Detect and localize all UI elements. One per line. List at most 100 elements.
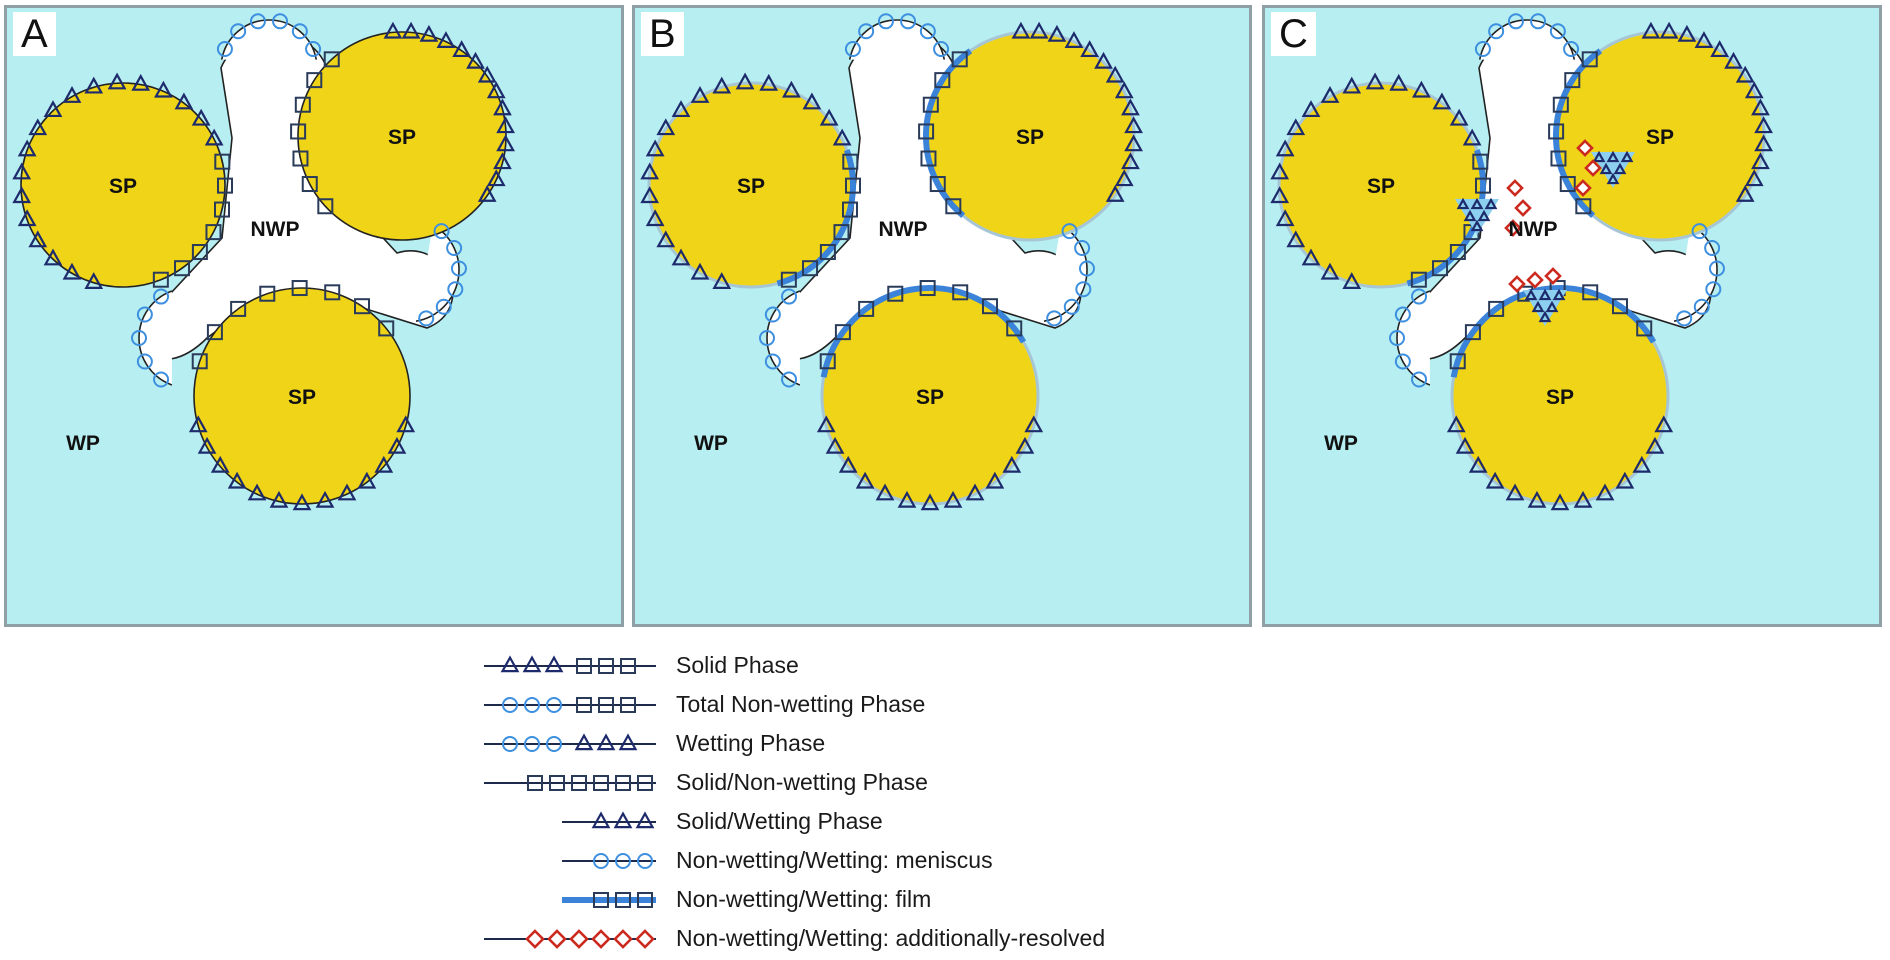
triangle-marker-icon [1463,209,1477,222]
triangle-marker-icon [1710,40,1730,58]
meniscus-interface [1396,290,1431,386]
solid-grain [193,287,411,505]
triangle-marker-icon [12,162,32,180]
triangle-marker-icon [436,31,456,48]
circle-marker-icon [781,288,798,305]
diamond-marker-icon [591,929,611,949]
circle-marker-icon [502,736,518,752]
diamond-marker-icon [1574,179,1592,197]
triangle-marker-icon [645,209,665,227]
square-marker-icon [191,353,208,370]
triangle-marker-icon [1477,209,1491,222]
triangle-marker-icon [84,76,104,94]
solid-phase-label: SP [737,175,765,198]
square-marker-icon [323,51,340,68]
square-marker-icon [205,224,222,241]
square-marker-icon [620,658,636,674]
square-marker-icon [922,96,939,113]
triangle-marker-icon [1080,40,1100,58]
triangle-marker-icon [43,100,63,118]
circle-marker-icon [546,736,562,752]
legend: Solid Phase Total Non-wetting Phase Wett… [480,648,1280,958]
diamond-marker-icon [1584,159,1602,177]
triangle-marker-icon [1538,310,1552,323]
circle-marker-icon [1676,310,1693,327]
triangle-marker-icon [832,128,852,146]
triangle-marker-icon [1301,248,1321,266]
triangle-marker-icon [1632,455,1652,473]
triangle-marker-icon [1735,65,1755,83]
film-interface [776,149,856,287]
triangle-marker-icon [1105,185,1125,202]
square-marker-icon [290,123,307,140]
circle-marker-icon [1507,13,1524,30]
circle-marker-icon [216,40,233,57]
triangle-marker-icon [1342,76,1362,94]
triangle-marker-icon [759,73,779,91]
square-marker-icon [576,658,592,674]
square-marker-icon [571,775,587,791]
square-marker-icon [780,271,797,288]
square-marker-icon [615,775,631,791]
square-marker-icon [1006,320,1023,337]
legend-swatch-group [562,811,656,829]
meniscus-interface [138,290,173,386]
legend-label: Non-wetting/Wetting: additionally-resolv… [676,925,1106,951]
triangle-marker-icon [656,230,676,248]
triangle-marker-icon [965,483,985,501]
triangle-marker-icon [17,209,37,227]
square-marker-icon [1575,198,1592,215]
circle-marker-icon [450,260,467,277]
triangle-marker-icon [1550,493,1570,511]
diamond-marker-icon [1544,267,1562,285]
square-marker-icon [834,324,851,341]
triangle-marker-icon [383,21,403,39]
triangle-marker-icon [493,152,512,170]
triangle-marker-icon [204,128,224,146]
square-marker-icon [259,285,276,302]
circle-marker-icon [446,240,463,257]
triangle-marker-icon [1286,230,1306,248]
triangle-marker-icon [337,483,357,501]
square-marker-icon [934,72,951,89]
triangle-marker-icon [1002,455,1022,473]
square-marker-icon [1474,177,1491,194]
triangle-marker-icon [1064,31,1084,48]
triangle-marker-icon [477,185,497,202]
square-marker-icon [1449,353,1466,370]
triangle-marker-icon [591,811,611,829]
triangle-marker-icon [496,134,515,152]
triangle-marker-icon [1484,197,1498,210]
triangle-marker-icon [269,490,289,508]
legend-swatch-group [484,697,656,713]
triangle-marker-icon [1505,483,1525,501]
legend-label: Total Non-wetting Phase [676,691,926,717]
triangle-marker-icon [782,80,801,98]
triangle-marker-icon [1659,21,1679,39]
solid-phase-label: SP [916,386,944,409]
circle-marker-icon [1693,298,1710,315]
triangle-marker-icon [819,108,839,126]
legend-swatch [484,775,656,791]
triangle-marker-icon [544,655,564,673]
legend-row: Total Non-wetting Phase [480,687,1280,723]
square-marker-icon [920,150,937,167]
triangle-marker-icon [401,21,421,39]
square-marker-icon [1612,298,1629,315]
triangle-marker-icon [28,230,48,248]
square-marker-icon [844,177,861,194]
circle-marker-icon [1474,40,1491,57]
triangle-marker-icon [1011,21,1031,39]
triangle-marker-icon [452,40,472,58]
legend-swatch-group [484,929,656,949]
triangle-marker-icon [618,733,638,751]
triangle-marker-icon [635,811,655,829]
circle-marker-icon [1549,23,1566,40]
circle-marker-icon [1488,23,1505,40]
triangle-marker-icon [1468,455,1488,473]
circle-marker-icon [1530,13,1547,30]
triangle-marker-icon [174,92,194,110]
